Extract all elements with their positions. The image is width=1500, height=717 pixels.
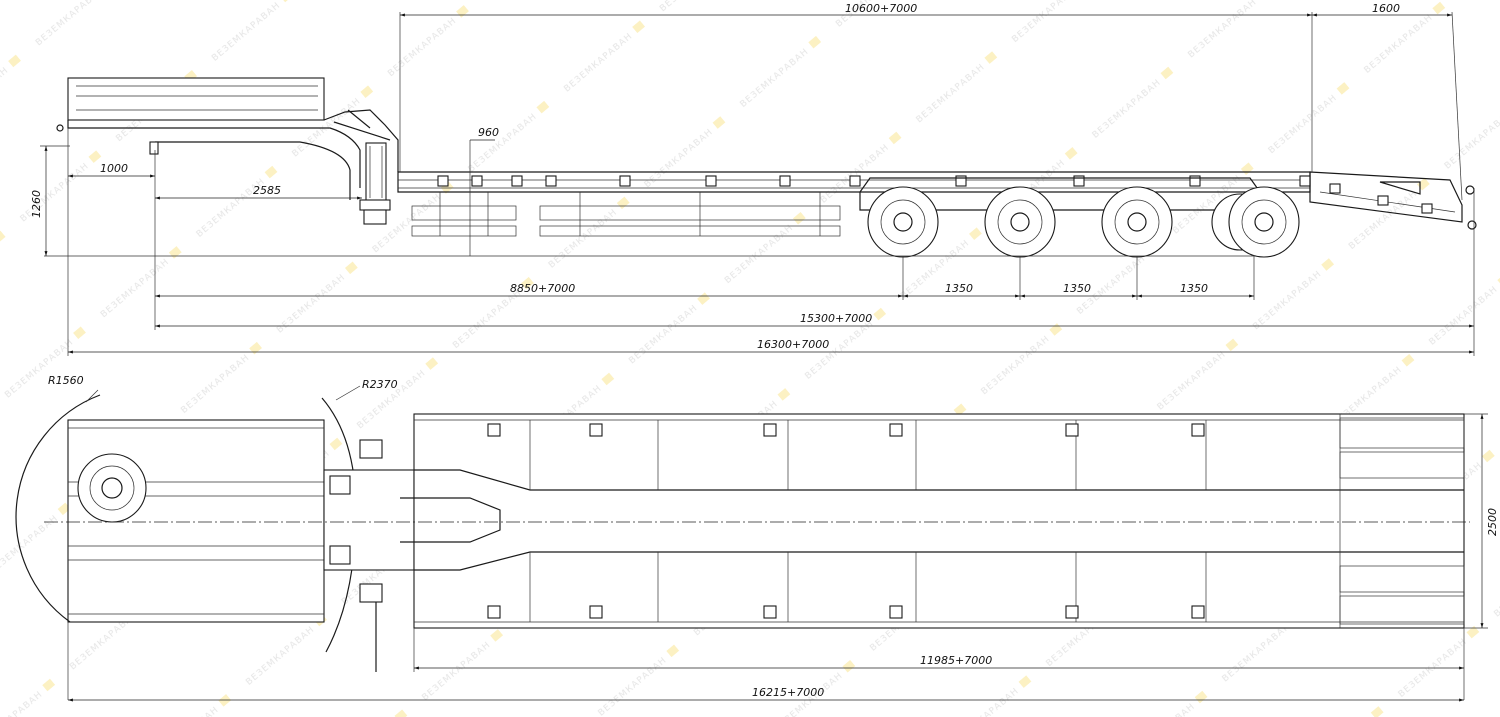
dim-gooseneck-height: 1260 [30, 190, 43, 218]
dim-deck-length: 10600+7000 [845, 2, 917, 15]
wheels [867, 186, 1300, 258]
stake-pockets [437, 175, 1311, 187]
dim-overall-width: 2500 [1486, 508, 1499, 536]
dim-deck-length-top: 11985+7000 [920, 654, 992, 667]
dim-ramp-length: 1600 [1372, 2, 1400, 15]
dim-overall-length-side: 16300+7000 [757, 338, 829, 351]
dim-front-radius: R1560 [48, 374, 84, 387]
dim-axle-spacing-2: 1350 [1063, 282, 1091, 295]
side-view: 10600+7000 1600 960 1000 1260 2585 8850+… [30, 2, 1477, 356]
dim-turning-radius: R2370 [362, 378, 398, 391]
dim-kingpin-offset: 1000 [100, 162, 128, 175]
dim-axle-spacing-1: 1350 [945, 282, 973, 295]
dim-axle-spacing-3: 1350 [1180, 282, 1208, 295]
dim-support-to-axle1: 8850+7000 [510, 282, 575, 295]
dim-overall-length-top: 16215+7000 [752, 686, 824, 699]
dim-gooseneck-to-support: 2585 [253, 184, 281, 197]
cross-ribs [529, 414, 1341, 628]
top-view: R1560 R2370 2500 11985+7000 16215+7000 [15, 374, 1499, 702]
dim-kingpin-to-rear: 15300+7000 [800, 312, 872, 325]
dim-deck-height: 960 [478, 126, 499, 139]
